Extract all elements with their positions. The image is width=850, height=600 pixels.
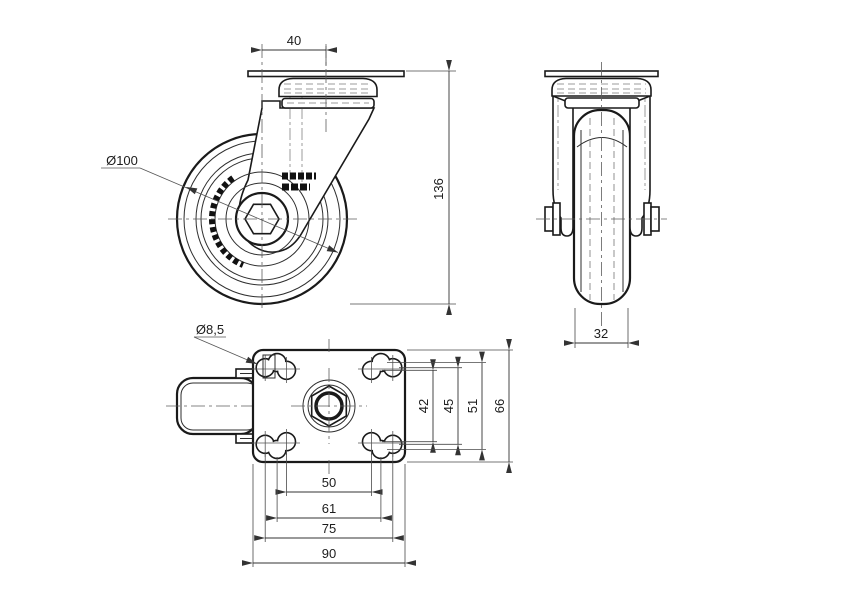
- bolt-slot-top-right: [358, 352, 406, 383]
- dim-32-label: 32: [594, 326, 608, 341]
- side-centerlines: [536, 62, 667, 328]
- dim-90-label: 90: [322, 546, 336, 561]
- dimension-wheel-width: 32: [564, 308, 639, 348]
- dimension-90: 90: [242, 464, 416, 567]
- side-view: 32: [536, 62, 667, 348]
- bolt-slot-bottom-left: [252, 429, 300, 460]
- dim-45-label: 45: [441, 399, 456, 413]
- plan-view: Ø8,5 42 45 51 66: [166, 322, 513, 567]
- dim-61-label: 61: [322, 501, 336, 516]
- bolt-slot-top-left: [252, 352, 300, 383]
- dimension-wheel-diameter: Ø100: [101, 153, 339, 253]
- front-view: Ø100 40 136: [101, 33, 456, 315]
- slot-fastener: [262, 354, 276, 379]
- dimension-66: 66: [407, 339, 513, 473]
- dim-50-label: 50: [322, 475, 336, 490]
- dim-75-label: 75: [322, 521, 336, 536]
- dimension-total-height: 136: [350, 60, 456, 315]
- dimension-51: 51: [387, 351, 486, 461]
- fork-crown: [564, 97, 640, 109]
- dimension-swivel-offset: 40: [251, 33, 337, 66]
- dimension-42: 42: [382, 359, 437, 453]
- dim-136-label: 136: [431, 178, 446, 200]
- wheel-side: [572, 108, 632, 306]
- dimension-75: 75: [254, 452, 404, 542]
- dim-42-label: 42: [416, 399, 431, 413]
- swivel-collar: [281, 97, 375, 109]
- dimension-bolt-hole: Ø8,5: [193, 322, 258, 365]
- swivel-dome: [278, 77, 378, 98]
- dim-51-label: 51: [465, 399, 480, 413]
- dim-d100-label: Ø100: [106, 153, 138, 168]
- dim-40-label: 40: [287, 33, 301, 48]
- dimension-45: 45: [399, 356, 462, 456]
- front-centerlines: [168, 44, 358, 312]
- dim-66-label: 66: [492, 399, 507, 413]
- dimension-50: 50: [275, 450, 383, 496]
- kingpin-plan: [291, 368, 367, 444]
- dim-d85-label: Ø8,5: [196, 322, 224, 337]
- wheel-plan: [166, 376, 260, 436]
- bolt-slots: [252, 352, 406, 460]
- wheel-branding-marks: [209, 172, 316, 268]
- dimension-61: 61: [266, 457, 392, 522]
